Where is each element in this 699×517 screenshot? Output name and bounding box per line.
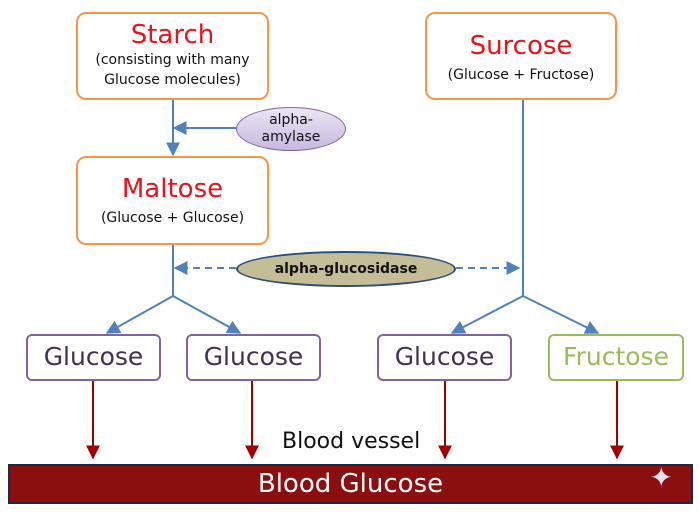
blood-vessel-label: Blood vessel — [282, 429, 421, 454]
maltose-subtitle: (Glucose + Glucose) — [100, 210, 245, 226]
surcose-to-fructose-arrow — [522, 295, 600, 334]
starch-box: Starch (consisting with many Glucose mol… — [76, 12, 269, 100]
glucose-box-2: Glucose — [186, 334, 321, 381]
amylase-label-line2: amylase — [261, 129, 321, 145]
amylase-label-line1: alpha- — [269, 112, 313, 128]
surcose-to-glucose-arrow — [450, 295, 524, 334]
maltose-to-glucose-1-arrow — [105, 295, 174, 334]
sparkle-icon: ✦ — [649, 461, 673, 494]
surcose-box: Surcose (Glucose + Fructose) — [425, 12, 617, 100]
glucose-box-1: Glucose — [26, 334, 161, 381]
starch-title: Starch — [130, 20, 215, 50]
alpha-amylase-ellipse: alpha- amylase — [236, 107, 346, 151]
blood-glucose-label: Blood Glucose — [257, 469, 444, 499]
glucosidase-label: alpha-glucosidase — [274, 261, 418, 277]
alpha-glucosidase-ellipse: alpha-glucosidase — [236, 251, 456, 287]
maltose-title: Maltose — [121, 174, 224, 204]
glucose-box-3: Glucose — [377, 334, 512, 381]
surcose-title: Surcose — [469, 31, 573, 61]
surcose-subtitle: (Glucose + Fructose) — [447, 67, 595, 83]
starch-subtitle-line1: (consisting with many — [95, 52, 250, 68]
starch-subtitle-line2: Glucose molecules) — [104, 72, 241, 88]
maltose-box: Maltose (Glucose + Glucose) — [76, 156, 269, 245]
blood-glucose-bar: Blood Glucose — [8, 464, 693, 504]
maltose-to-glucose-2-arrow — [172, 295, 242, 334]
fructose-box: Fructose — [548, 334, 684, 381]
